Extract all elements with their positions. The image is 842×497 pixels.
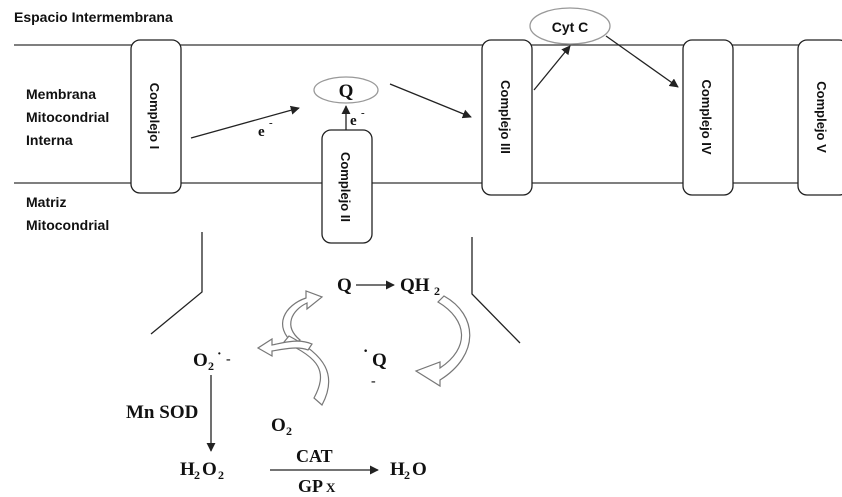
arrow-complex-i-to-q: [190, 105, 300, 139]
matrix-label-1: Matriz: [26, 194, 66, 210]
cytochrome-c: Cyt C: [529, 7, 611, 45]
complex-iii: Complejo III: [481, 39, 533, 196]
funnel-right-line: [471, 237, 521, 344]
catalase-label: CAT: [296, 446, 333, 466]
complex-ii: Complejo II: [321, 129, 373, 244]
arrow-cyt-c-to-complex-iv: [605, 35, 679, 88]
q-cycle-q-label: Q: [337, 275, 352, 296]
cycle-arrow-left: [256, 337, 313, 358]
intermembrane-space-label: Espacio Intermembrana: [14, 9, 173, 25]
water-o-label: O: [412, 459, 427, 480]
inner-membrane-label-1: Membrana: [26, 86, 96, 102]
cycle-arrow-top-left: [282, 290, 324, 345]
h2o2-sub1-label: 2: [194, 468, 200, 482]
h2o2-sub2-label: 2: [218, 468, 224, 482]
oxygen-sub-label: 2: [286, 424, 292, 438]
inner-membrane-label-3: Interna: [26, 132, 73, 148]
q-label: Q: [339, 81, 354, 102]
complex-ii-label: Complejo II: [338, 152, 353, 222]
complex-v: Complejo V: [797, 39, 842, 196]
semiquinone-dot: ·: [363, 343, 368, 360]
h2o2-o-label: O: [202, 459, 217, 480]
semiquinone-charge: -: [371, 374, 376, 389]
qh2-sub-label: 2: [434, 284, 440, 298]
superoxide-charge: -: [226, 352, 231, 367]
superoxide-dot: ·: [217, 347, 222, 362]
complex-i: Complejo I: [130, 39, 182, 194]
electron-label-2: e: [350, 113, 357, 129]
arrow-complex-iii-to-cyt-c: [533, 45, 571, 91]
gpx-base-label: GP: [298, 476, 323, 496]
matrix-label-2: Mitocondrial: [26, 217, 109, 233]
oxygen-base-label: O: [271, 415, 286, 436]
funnel-left-line: [150, 232, 203, 335]
semiquinone-label: Q: [372, 350, 387, 371]
water-sub-label: 2: [404, 468, 410, 482]
inner-membrane-label-2: Mitocondrial: [26, 109, 109, 125]
electron-label-1: e: [258, 124, 265, 140]
complex-iv-label: Complejo IV: [699, 79, 714, 154]
electron-charge-1: -: [269, 117, 273, 129]
complex-i-label: Complejo I: [147, 83, 162, 149]
water-h-label: H: [390, 459, 405, 480]
arrow-q-to-complex-iii: [389, 83, 472, 119]
qh2-base-label: QH: [400, 275, 430, 296]
superoxide-base-label: O: [193, 350, 208, 371]
mn-sod-label: Mn SOD: [126, 402, 198, 423]
gpx-x-label: X: [326, 480, 336, 495]
cycle-arrow-right: [414, 295, 471, 388]
complex-iv: Complejo IV: [682, 39, 734, 196]
electron-charge-2: -: [361, 107, 365, 119]
ubiquinone-q: Q: [313, 76, 379, 104]
cyt-c-label: Cyt C: [552, 19, 589, 35]
superoxide-sub-label: 2: [208, 359, 214, 373]
complex-iii-label: Complejo III: [498, 80, 513, 154]
complex-v-label: Complejo V: [814, 81, 829, 153]
h2o2-h-label: H: [180, 459, 195, 480]
